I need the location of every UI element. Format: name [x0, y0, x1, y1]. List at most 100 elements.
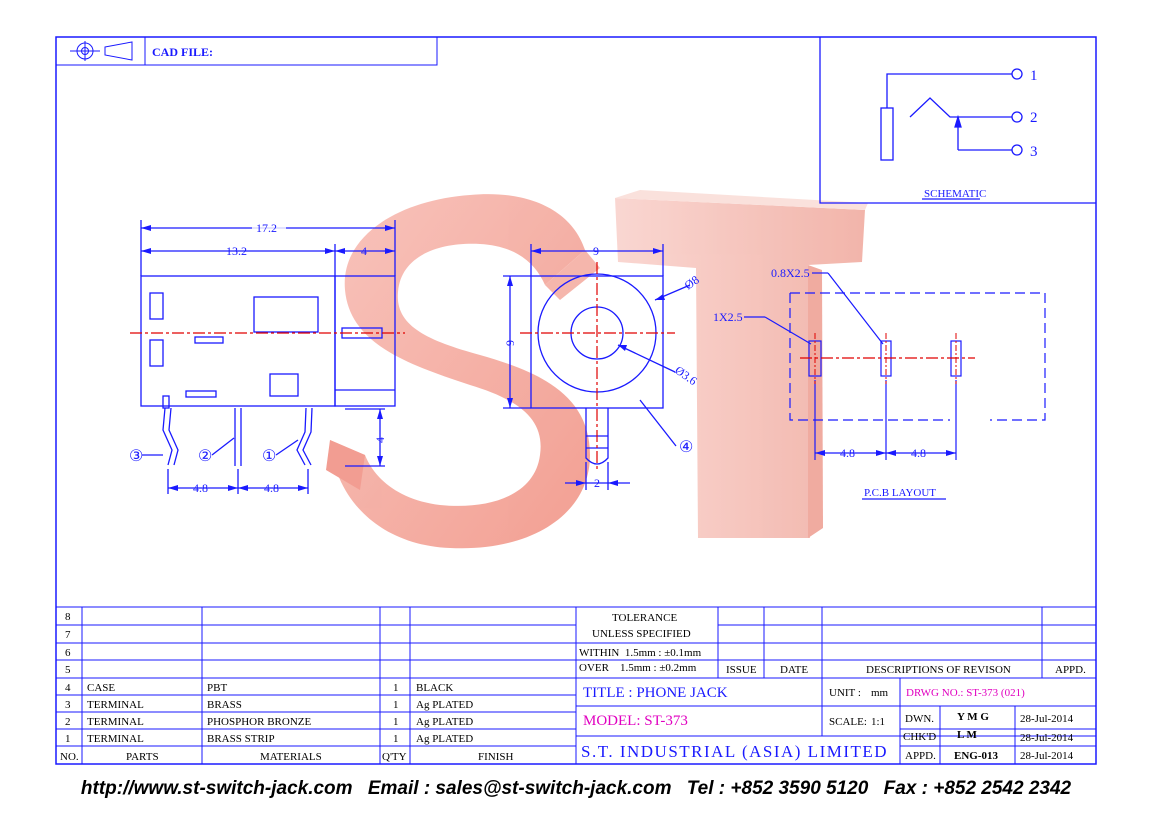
tolerance-title: TOLERANCE [612, 612, 677, 624]
schematic-box [819, 37, 1096, 204]
dwn-label: DWN. [905, 713, 934, 725]
tolerance-over: OVER 1.5mm : ±0.2mm [579, 662, 697, 674]
unit-label: UNIT : [829, 687, 861, 699]
dim-front-height: 9 [503, 340, 517, 346]
dim-terminal-height: 4 [373, 437, 387, 443]
part-label-4: ④ [679, 439, 693, 456]
contact-footer: http://www.st-switch-jack.com Email : sa… [0, 778, 1162, 800]
row-1-qty: 1 [393, 733, 399, 745]
pcb-layout-title: P.C.B LAYOUT [864, 487, 936, 499]
parts-table-grid [56, 606, 577, 764]
row-3-part: TERMINAL [87, 699, 144, 711]
dwn-date: 28-Jul-2014 [1020, 713, 1074, 725]
schematic-pin-3-label: 3 [1030, 144, 1038, 160]
tolerance-text: TOLERANCE UNLESS SPECIFIED WITHIN 1.5mm … [579, 612, 702, 674]
row-1-no: 1 [65, 733, 71, 745]
schematic-pin-1-icon [1011, 68, 1023, 80]
dim-bg [252, 220, 286, 234]
pcb-layout [744, 272, 1046, 500]
row-3-qty: 1 [393, 699, 399, 711]
pcb-slot-b-label: 0.8X2.5 [771, 266, 810, 280]
row-3-finish: Ag PLATED [416, 699, 473, 711]
pcb-slot-a-label: 1X2.5 [713, 310, 743, 324]
header-materials: MATERIALS [260, 751, 322, 763]
row-no-7: 7 [65, 629, 71, 641]
pcb-pitch-b: 4.8 [911, 446, 926, 460]
row-3-material: BRASS [207, 699, 242, 711]
row-2-finish: Ag PLATED [416, 716, 473, 728]
footer-fax: Fax : +852 2542 2342 [883, 778, 1072, 799]
header-qty: Q'TY [382, 751, 407, 763]
schematic-title: SCHEMATIC [924, 188, 986, 200]
schematic-pin-1-label: 1 [1030, 68, 1038, 84]
tolerance-subtitle: UNLESS SPECIFIED [592, 628, 691, 640]
row-4-finish: BLACK [416, 682, 453, 694]
unit-value: mm [871, 687, 889, 699]
chkd-label: CHK'D [903, 731, 936, 743]
drawing-title: TITLE : PHONE JACK [583, 685, 728, 701]
pcb-arrows [815, 450, 956, 456]
row-2-qty: 1 [393, 716, 399, 728]
row-3-no: 3 [65, 699, 71, 711]
title-block-grid [576, 606, 1096, 764]
row-2-no: 2 [65, 716, 71, 728]
tolerance-within: WITHIN 1.5mm : ±0.1mm [579, 647, 702, 659]
row-no-6: 6 [65, 647, 71, 659]
dim-hole-diameter: Ø3.6 [672, 363, 699, 388]
schematic-pin-2-icon [1011, 111, 1023, 123]
dim-front-width: 9 [593, 244, 599, 258]
title-block-text: TITLE : PHONE JACK UNIT : mm DRWG NO.: S… [581, 685, 1074, 762]
row-no-8: 8 [65, 611, 71, 623]
terminal-label-1: ① [262, 448, 276, 465]
cad-file-label: CAD FILE: [152, 45, 213, 59]
dim-body-length: 13.2 [226, 244, 247, 258]
terminal-label-3: ③ [129, 448, 143, 465]
header-no: NO. [60, 751, 79, 763]
row-2-material: PHOSPHOR BRONZE [207, 716, 311, 728]
dim-pin-width: 2 [594, 476, 600, 490]
projection-symbol-cone-icon [104, 41, 133, 61]
appd-date: 28-Jul-2014 [1020, 750, 1074, 762]
row-4-part: CASE [87, 682, 115, 694]
footer-tel: Tel : +852 3590 5120 [686, 778, 869, 799]
dim-outer-diameter: Ø8 [682, 273, 702, 293]
revision-description: DESCRIPTIONS OF REVISON [866, 664, 1011, 676]
header-finish: FINISH [478, 751, 514, 763]
dim-front-length: 4 [361, 244, 367, 258]
scale-label: SCALE: [829, 716, 867, 728]
row-2-part: TERMINAL [87, 716, 144, 728]
terminal-label-2: ② [198, 448, 212, 465]
row-4-qty: 1 [393, 682, 399, 694]
chkd-value: L M [957, 729, 977, 741]
front-view-arrows [507, 248, 665, 486]
dim-overall-length: 17.2 [256, 221, 277, 235]
schematic-pin-3-icon [1011, 144, 1023, 156]
row-4-material: PBT [207, 682, 227, 694]
drawing-number: DRWG NO.: ST-373 (021) [906, 687, 1025, 699]
footer-email[interactable]: Email : sales@st-switch-jack.com [367, 778, 672, 799]
schematic-pin-2-label: 2 [1030, 110, 1038, 126]
cad-file-header [56, 37, 438, 66]
dim-pitch-b: 4.8 [264, 481, 279, 495]
footer-website-link[interactable]: http://www.st-switch-jack.com [80, 778, 353, 799]
scale-value: 1:1 [871, 716, 885, 728]
revision-issue: ISSUE [726, 664, 757, 676]
row-1-material: BRASS STRIP [207, 733, 275, 745]
revision-appd: APPD. [1055, 664, 1086, 676]
dim-pitch-a: 4.8 [193, 481, 208, 495]
company-name: S.T. INDUSTRIAL (ASIA) LIMITED [581, 742, 888, 761]
row-no-5: 5 [65, 664, 71, 676]
appd-value: ENG-013 [954, 750, 999, 762]
parts-table-text: 8 7 6 5 4 CASE PBT 1 BLACK 3 TERMINAL BR… [60, 611, 514, 763]
model-number: MODEL: ST-373 [583, 713, 688, 729]
side-view-arrows [141, 225, 395, 491]
row-1-part: TERMINAL [87, 733, 144, 745]
pcb-pitch-a: 4.8 [840, 446, 855, 460]
revision-header: ISSUE DATE DESCRIPTIONS OF REVISON APPD. [726, 664, 1086, 676]
appd-label: APPD. [905, 750, 936, 762]
header-parts: PARTS [126, 751, 159, 763]
revision-date: DATE [780, 664, 808, 676]
dwn-value: Y M G [957, 711, 989, 723]
chkd-date: 28-Jul-2014 [1020, 732, 1074, 744]
